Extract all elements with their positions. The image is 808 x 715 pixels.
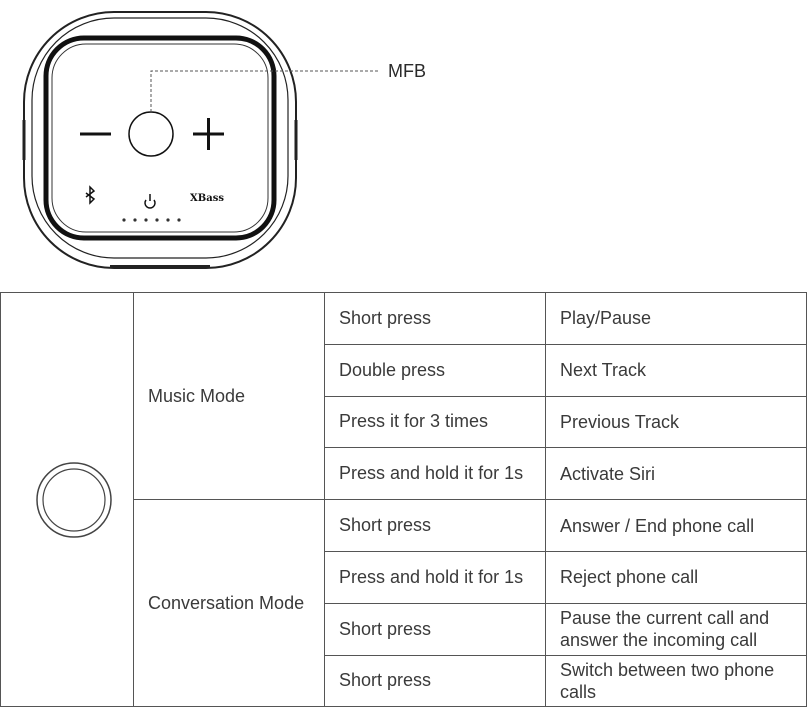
music-mode-label: Music Mode: [133, 291, 325, 501]
brand-logo: XBass: [190, 193, 224, 204]
table-row: Short press Pause the current call and a…: [1, 602, 807, 656]
bluetooth-icon: [85, 185, 96, 205]
table-row: Press it for 3 times Previous Track: [1, 395, 807, 449]
mfb-label: MFB: [388, 61, 426, 81]
action-cell: Press it for 3 times: [324, 395, 546, 449]
result-cell: Reject phone call: [545, 550, 807, 604]
action-cell: Short press: [324, 602, 546, 656]
table-row: Short press Switch between two phone cal…: [1, 654, 807, 708]
action-cell: Short press: [324, 654, 546, 708]
result-cell: Pause the current call and answer the in…: [545, 602, 807, 656]
mfb-button-icon: [128, 111, 174, 157]
power-icon: [144, 199, 156, 209]
table-row: Conversation Mode Short press Answer / E…: [1, 499, 807, 708]
result-cell: Answer / End phone call: [545, 499, 807, 552]
result-cell: Previous Track: [545, 395, 807, 449]
conversation-mode-label: Conversation Mode: [133, 499, 325, 708]
mfb-icon-cell: [0, 291, 134, 708]
action-cell: Press and hold it for 1s: [324, 550, 546, 604]
table-row: Press and hold it for 1s Reject phone ca…: [1, 550, 807, 604]
mfb-circle-icon: [36, 461, 112, 538]
action-cell: Short press: [324, 499, 546, 552]
result-cell: Play/Pause: [545, 292, 807, 345]
result-cell: Next Track: [545, 343, 807, 397]
action-cell: Double press: [324, 343, 546, 397]
speaker-illustration: XBass MFB: [0, 0, 808, 290]
speaker-drawing: [22, 11, 378, 269]
action-cell: Press and hold it for 1s: [324, 447, 546, 501]
result-cell: Activate Siri: [545, 447, 807, 501]
result-cell: Switch between two phone calls: [545, 654, 807, 708]
action-cell: Short press: [324, 292, 546, 345]
button-function-table: Music Mode Short press Play/Pause Double…: [0, 291, 807, 708]
table-row: Music Mode Short press Play/Pause: [0, 291, 807, 708]
